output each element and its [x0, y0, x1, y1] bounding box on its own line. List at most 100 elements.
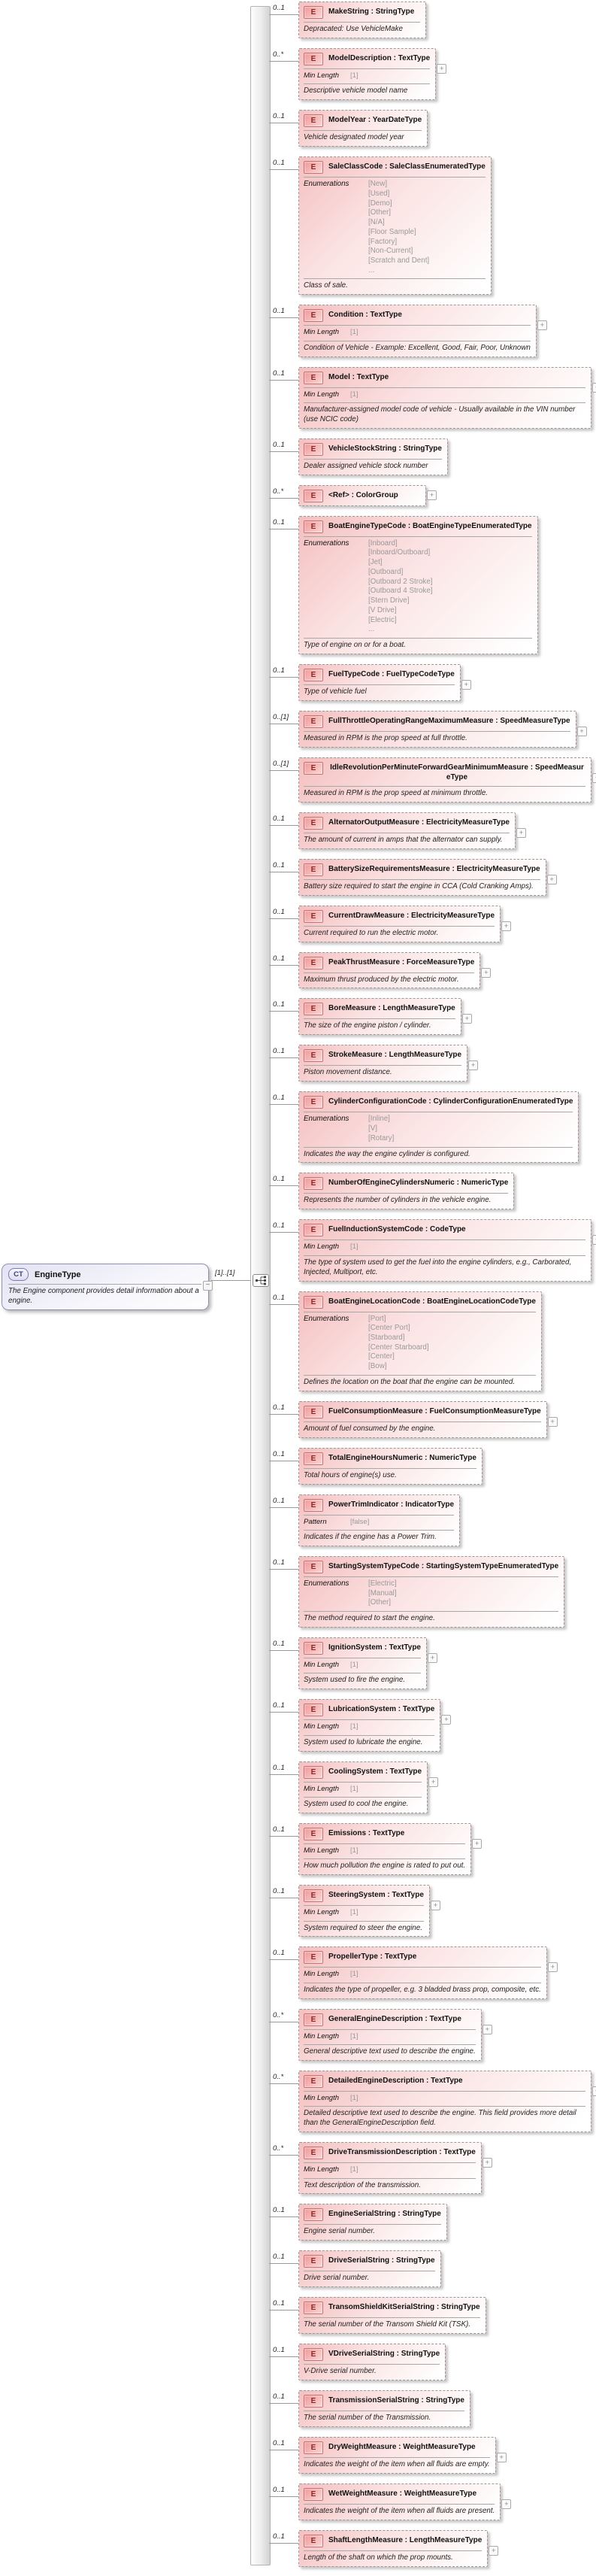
element-card[interactable]: E FuelConsumptionMeasure : FuelConsumpti… — [298, 1400, 558, 1438]
expand-button[interactable]: + — [428, 1776, 439, 1787]
element-type: : StringType — [395, 2210, 441, 2219]
element-card[interactable]: E BatterySizeRequirementsMeasure : Elect… — [298, 858, 557, 896]
element-card[interactable]: E ModelYear : YearDateType Vehicle desig… — [298, 110, 428, 147]
element-card[interactable]: E EngineSerialString : StringType Engine… — [298, 2204, 447, 2241]
element-card[interactable]: E IdleRevolutionPerMinuteForwardGearMini… — [298, 757, 596, 803]
element-description: Battery size required to start the engin… — [304, 881, 534, 891]
expand-button[interactable]: + — [516, 827, 526, 838]
element-card[interactable]: E Model : TextType Min Length [1] Manufa… — [298, 366, 596, 429]
element-card[interactable]: E BoatEngineTypeCode : BoatEngineTypeEnu… — [298, 515, 538, 655]
element-type: : StringType — [396, 444, 442, 453]
element-card[interactable]: E Emissions : TextType Min Length [1] Ho… — [298, 1822, 483, 1876]
element-card[interactable]: E DriveTransmissionDescription : TextTyp… — [298, 2142, 492, 2195]
element-card[interactable]: E <Ref> : ColorGroup + — [298, 484, 437, 506]
element-title: StartingSystemTypeCode : StartingSystemT… — [328, 1560, 558, 1572]
cardinality-label: 0..1 — [273, 1496, 285, 1505]
expand-button[interactable]: + — [537, 320, 547, 331]
element-card[interactable]: E SteeringSystem : TextType Min Length [… — [298, 1885, 440, 1937]
element-card[interactable]: E VDriveSerialString : StringType V-Driv… — [298, 2344, 446, 2381]
element-description: Measured in RPM is the prop speed at ful… — [304, 733, 467, 742]
element-card[interactable]: E NumberOfEngineCylindersNumeric : Numer… — [298, 1173, 515, 1210]
element-card[interactable]: E ShaftLengthMeasure : LengthMeasureType… — [298, 2529, 499, 2567]
facet-value: [false] — [350, 1517, 370, 1526]
expand-button[interactable]: + — [547, 1416, 558, 1427]
element-row: 0..1 E MakeString : StringType Depracate… — [269, 2, 596, 38]
element-name: BoatEngineTypeCode — [328, 521, 407, 530]
expand-button[interactable]: + — [592, 1235, 596, 1246]
description-block: V-Drive serial number. — [304, 2364, 440, 2377]
element-card[interactable]: E BoatEngineLocationCode : BoatEngineLoc… — [298, 1291, 542, 1391]
element-card[interactable]: E LubricationSystem : TextType Min Lengt… — [298, 1699, 452, 1752]
expand-button[interactable]: + — [496, 2453, 507, 2463]
divider — [304, 1967, 541, 1968]
expand-button[interactable]: + — [430, 1901, 440, 1911]
expand-button[interactable]: + — [482, 2024, 492, 2034]
element-card[interactable]: E TransomShieldKitSerialString : StringT… — [298, 2297, 486, 2335]
element-card[interactable]: E FuelTypeCode : FuelTypeCodeType Type o… — [298, 664, 471, 701]
element-card[interactable]: E StartingSystemTypeCode : StartingSyste… — [298, 1555, 565, 1628]
element-description: Maximum thrust produced by the electric … — [304, 975, 459, 984]
element-description: Manufacturer-assigned model code of vehi… — [304, 405, 576, 423]
element-card[interactable]: E VehicleStockString : StringType Dealer… — [298, 438, 448, 475]
expand-button[interactable]: + — [501, 2499, 512, 2509]
element-card[interactable]: E ModelDescription : TextType Min Length… — [298, 47, 447, 101]
element-card[interactable]: E PropellerType : TextType Min Length [1… — [298, 1946, 558, 1999]
element-card[interactable]: E PeakThrustMeasure : ForceMeasureType M… — [298, 951, 492, 989]
element-card[interactable]: E CylinderConfigurationCode : CylinderCo… — [298, 1091, 579, 1164]
expand-button[interactable]: + — [592, 2086, 596, 2096]
expand-button[interactable]: + — [468, 1060, 479, 1071]
element-card[interactable]: E TotalEngineHoursNumeric : NumericType … — [298, 1447, 483, 1485]
element-card[interactable]: E WetWeightMeasure : WeightMeasureType I… — [298, 2483, 512, 2520]
expand-button[interactable]: + — [472, 1838, 483, 1849]
expand-button[interactable]: + — [441, 1715, 452, 1725]
element-card[interactable]: E AlternatorOutputMeasure : ElectricityM… — [298, 812, 526, 849]
element-card[interactable]: E CoolingSystem : TextType Min Length [1… — [298, 1761, 439, 1813]
element-card[interactable]: E IgnitionSystem : TextType Min Length [… — [298, 1637, 437, 1690]
expand-button[interactable]: + — [489, 2545, 499, 2556]
element-card[interactable]: E DetailedEngineDescription : TextType M… — [298, 2070, 596, 2133]
expand-button[interactable]: + — [592, 382, 596, 393]
collapse-button[interactable]: − — [203, 1281, 213, 1291]
element-name: Model — [328, 372, 350, 381]
element-card[interactable]: E Condition : TextType Min Length [1] Co… — [298, 305, 547, 357]
expand-button[interactable]: + — [437, 63, 447, 74]
divider — [304, 458, 442, 460]
expand-button[interactable]: + — [576, 726, 587, 736]
expand-button[interactable]: + — [547, 1962, 558, 1973]
expand-button[interactable]: + — [501, 921, 512, 931]
expand-button[interactable]: + — [546, 874, 557, 884]
element-card[interactable]: E FuelInductionSystemCode : CodeType Min… — [298, 1219, 596, 1282]
element-card[interactable]: E GeneralEngineDescription : TextType Mi… — [298, 2008, 492, 2061]
element-card[interactable]: E BoreMeasure : LengthMeasureType The si… — [298, 998, 472, 1036]
element-card[interactable]: E PowerTrimIndicator : IndicatorType Pat… — [298, 1494, 461, 1546]
element-type: : IndicatorType — [398, 1500, 455, 1509]
element-row: 0..1 E StartingSystemTypeCode : Starting… — [269, 1555, 596, 1628]
element-row: 0..1 E ModelYear : YearDateType Vehicle … — [269, 110, 596, 147]
facet-block: Min Length [1] — [304, 1658, 421, 1670]
element-card[interactable]: E DryWeightMeasure : WeightMeasureType I… — [298, 2437, 507, 2474]
element-description: System used to fire the engine. — [304, 1676, 406, 1685]
element-title: MakeString : StringType — [328, 5, 414, 17]
expand-button[interactable]: + — [482, 2158, 492, 2168]
expand-button[interactable]: + — [592, 772, 596, 783]
element-icon: E — [304, 442, 323, 456]
element-name: VehicleStockString — [328, 444, 397, 453]
expand-button[interactable]: + — [461, 680, 471, 690]
expand-button[interactable]: + — [428, 1653, 437, 1664]
element-header: E TransmissionSerialString : StringType — [304, 2394, 464, 2408]
element-card[interactable]: E MakeString : StringType Depracated: Us… — [298, 2, 426, 38]
element-type: : NumericType — [454, 1179, 509, 1188]
element-name: WetWeightMeasure — [328, 2489, 398, 2498]
expand-button[interactable]: + — [481, 967, 492, 978]
sequence-icon[interactable] — [253, 1274, 269, 1287]
element-card[interactable]: E FullThrottleOperatingRangeMaximumMeasu… — [298, 710, 587, 748]
expand-button[interactable]: + — [427, 490, 437, 500]
facet-value: [1] — [350, 390, 359, 399]
element-card[interactable]: E StrokeMeasure : LengthMeasureType Pist… — [298, 1045, 479, 1082]
element-card[interactable]: E DriveSerialString : StringType Drive s… — [298, 2250, 441, 2288]
element-card[interactable]: E CurrentDrawMeasure : ElectricityMeasur… — [298, 905, 512, 942]
complextype-card[interactable]: CT EngineType The Engine component provi… — [2, 1264, 213, 1311]
expand-button[interactable]: + — [461, 1014, 472, 1024]
element-card[interactable]: E SaleClassCode : SaleClassEnumeratedTyp… — [298, 156, 492, 296]
element-card[interactable]: E TransmissionSerialString : StringType … — [298, 2390, 470, 2428]
